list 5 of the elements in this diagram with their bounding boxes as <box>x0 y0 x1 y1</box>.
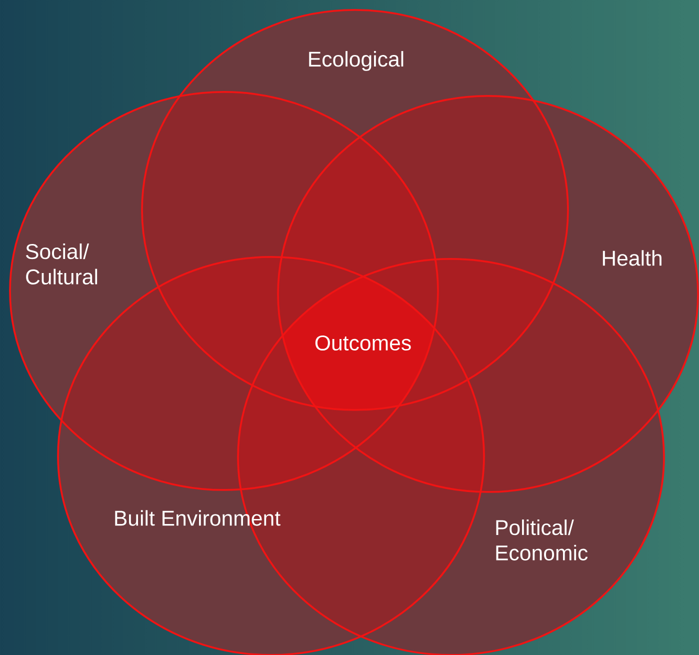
ellipse-label: Social/ Cultural <box>26 244 98 284</box>
ellipse-label: Ecological <box>309 51 404 71</box>
ellipse-label: Health <box>602 250 662 266</box>
ellipse-label: Political/ Economic <box>496 520 588 560</box>
center-label: Outcomes <box>315 335 411 351</box>
